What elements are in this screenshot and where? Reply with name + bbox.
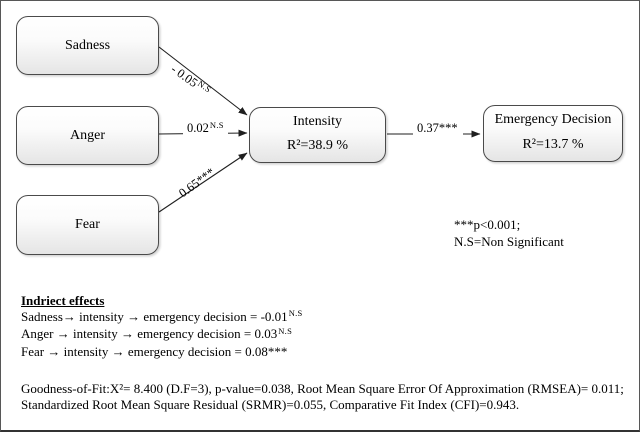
node-intensity-label: Intensity	[293, 114, 342, 129]
indirect-effect-sadness: Sadness→ intensity → emergency decision …	[21, 308, 303, 324]
indirect-effect-anger: Anger → intensity → emergency decision =…	[21, 325, 293, 342]
coef-anger-to-intensity: 0.02N.S	[183, 120, 228, 137]
fit-statistics-line1: Goodness-of-Fit:X²= 8.400 (D.F=3), p-val…	[21, 381, 624, 396]
node-emergency-decision-label: Emergency Decision	[494, 112, 612, 127]
coef-intensity-to-emergency: 0.37***	[413, 120, 463, 137]
node-fear: Fear	[16, 195, 159, 255]
node-emergency-decision: Emergency Decision R²=13.7 %	[483, 105, 623, 162]
significance-note-line2: N.S=Non Significant	[454, 234, 564, 249]
node-sadness-label: Sadness	[64, 37, 111, 53]
node-emergency-decision-r2: R²=13.7 %	[522, 137, 584, 152]
significance-note: ***p<0.001; N.S=Non Significant	[454, 216, 564, 250]
node-fear-label: Fear	[75, 217, 100, 232]
coef-anger-sig: N.S	[209, 119, 224, 130]
node-anger-label: Anger	[70, 127, 105, 143]
coef-anger-value: 0.02	[187, 121, 209, 135]
indirect-effect-fear: Fear → intensity → emergency decision = …	[21, 343, 288, 359]
arrow-sadness-to-intensity	[158, 46, 248, 116]
node-anger: Anger	[16, 106, 159, 165]
arrow-fear-to-intensity	[158, 152, 248, 213]
indirect-effects-block: Indriect effects Sadness→ intensity → em…	[21, 293, 303, 361]
fit-statistics-block: Goodness-of-Fit:X²= 8.400 (D.F=3), p-val…	[21, 381, 626, 413]
node-sadness: Sadness	[16, 16, 159, 75]
coef-main-value: 0.37***	[417, 121, 458, 135]
node-intensity-r2: R²=38.9 %	[286, 138, 349, 153]
indirect-effects-title: Indriect effects	[21, 293, 105, 308]
significance-note-line1: ***p<0.001;	[454, 217, 521, 232]
node-intensity: Intensity R²=38.9 %	[249, 107, 386, 163]
fit-statistics-line2: Standardized Root Mean Square Residual (…	[21, 397, 520, 412]
